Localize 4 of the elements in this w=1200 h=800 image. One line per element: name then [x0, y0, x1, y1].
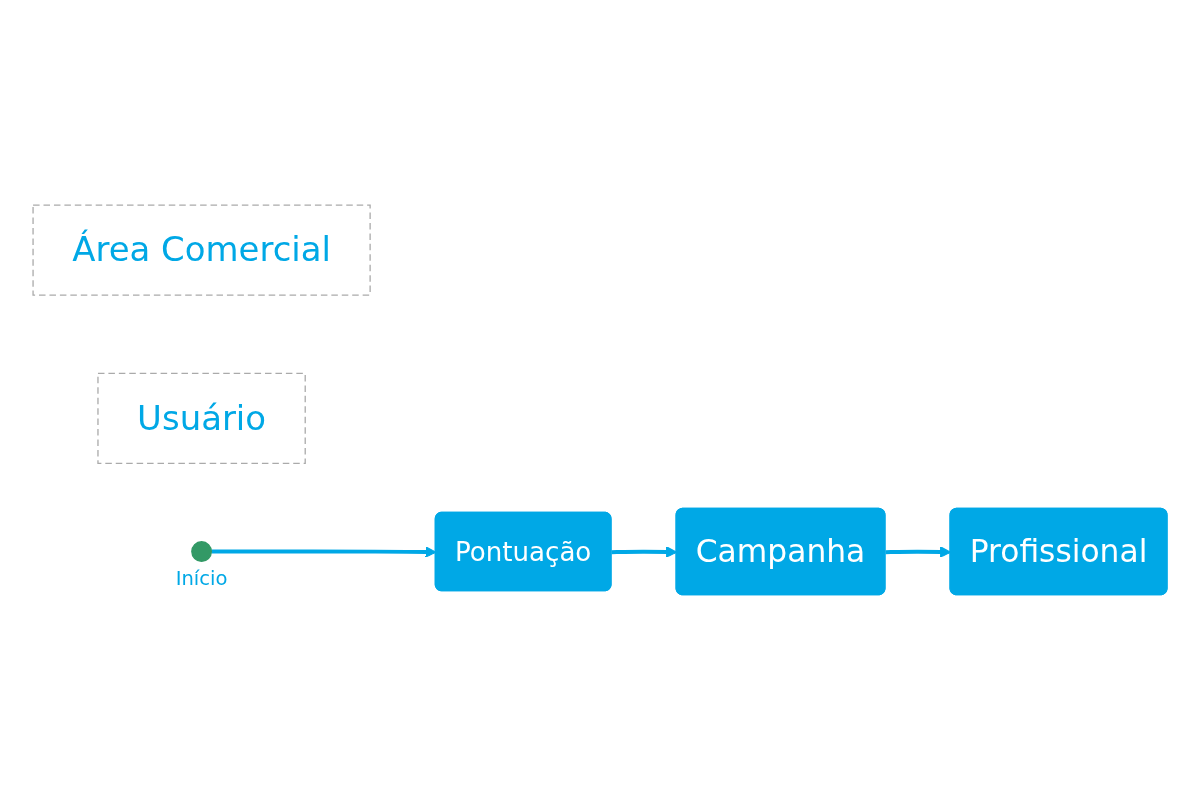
node-circle: [191, 541, 213, 563]
node-box: Usuário: [97, 372, 306, 465]
node-box: Área Comercial: [32, 204, 371, 296]
node-caption: Início: [175, 567, 228, 590]
